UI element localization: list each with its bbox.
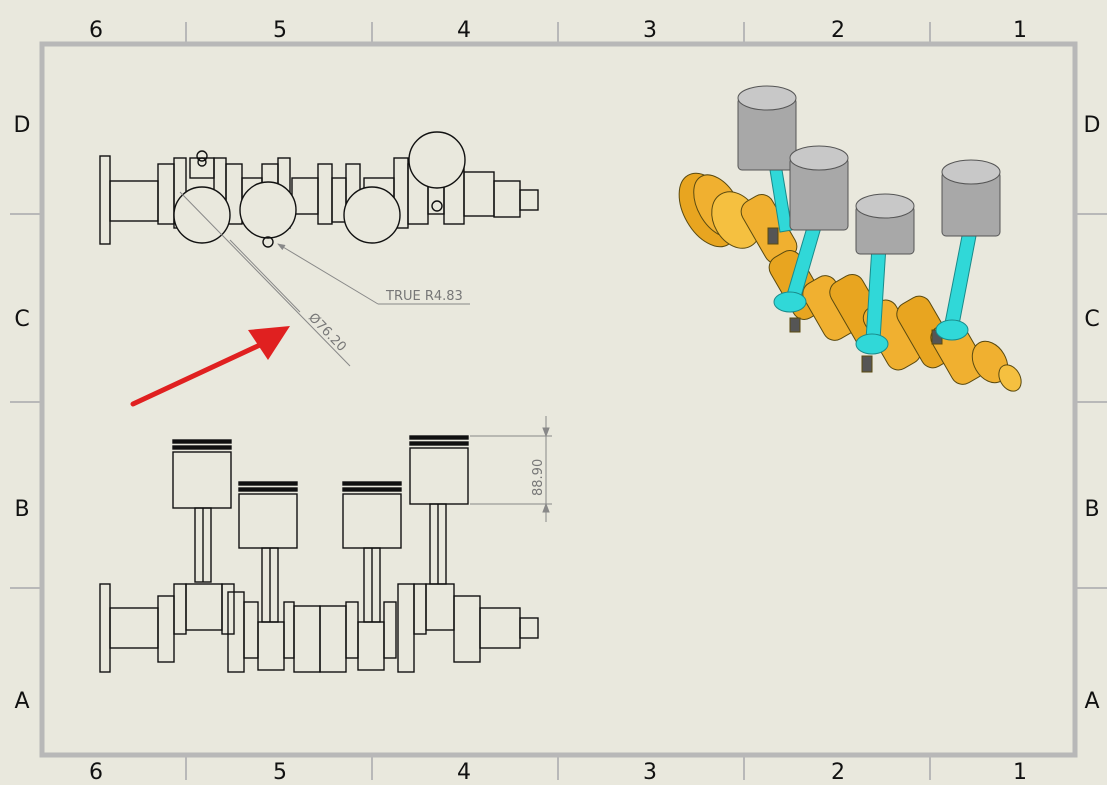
height-dimension-label: 88.90 xyxy=(531,459,546,496)
zone-label-bottom-2: 2 xyxy=(831,760,845,785)
zone-label-right-d: D xyxy=(1083,113,1101,138)
zone-label-top-4: 4 xyxy=(457,18,471,43)
zone-ticks xyxy=(10,22,1107,780)
zone-label-top-3: 3 xyxy=(643,18,657,43)
radius-leader xyxy=(277,243,470,305)
zone-label-right-a: A xyxy=(1084,689,1100,714)
sheet-border xyxy=(39,41,1078,758)
isometric-view[interactable] xyxy=(667,85,1025,395)
zone-label-bottom-4: 4 xyxy=(457,760,471,785)
height-dimension xyxy=(470,416,552,522)
zone-label-bottom-6: 6 xyxy=(89,760,103,785)
zone-label-bottom-1: 1 xyxy=(1013,760,1027,785)
highlight-arrow xyxy=(130,326,290,407)
piston-3 xyxy=(342,481,402,623)
iso-pistons xyxy=(737,85,1001,255)
zone-label-left-b: B xyxy=(14,497,30,522)
diameter-leader xyxy=(179,191,351,367)
piston-4 xyxy=(409,435,469,585)
zone-label-top-2: 2 xyxy=(831,18,845,43)
piston-2 xyxy=(238,481,298,623)
diameter-label: Ø76.20 xyxy=(305,310,349,355)
zone-label-bottom-5: 5 xyxy=(273,760,287,785)
true-radius-label: TRUE R4.83 xyxy=(385,289,463,304)
top-view[interactable] xyxy=(99,131,539,248)
piston-1 xyxy=(172,439,232,583)
zone-label-left-a: A xyxy=(14,689,30,714)
zone-label-bottom-3: 3 xyxy=(643,760,657,785)
zone-label-left-c: C xyxy=(14,307,30,332)
zone-label-right-c: C xyxy=(1084,307,1100,332)
zone-label-top-6: 6 xyxy=(89,18,103,43)
front-view[interactable] xyxy=(99,435,539,673)
zone-label-left-d: D xyxy=(13,113,31,138)
zone-label-top-5: 5 xyxy=(273,18,287,43)
zone-label-top-1: 1 xyxy=(1013,18,1027,43)
zone-label-right-b: B xyxy=(1084,497,1100,522)
